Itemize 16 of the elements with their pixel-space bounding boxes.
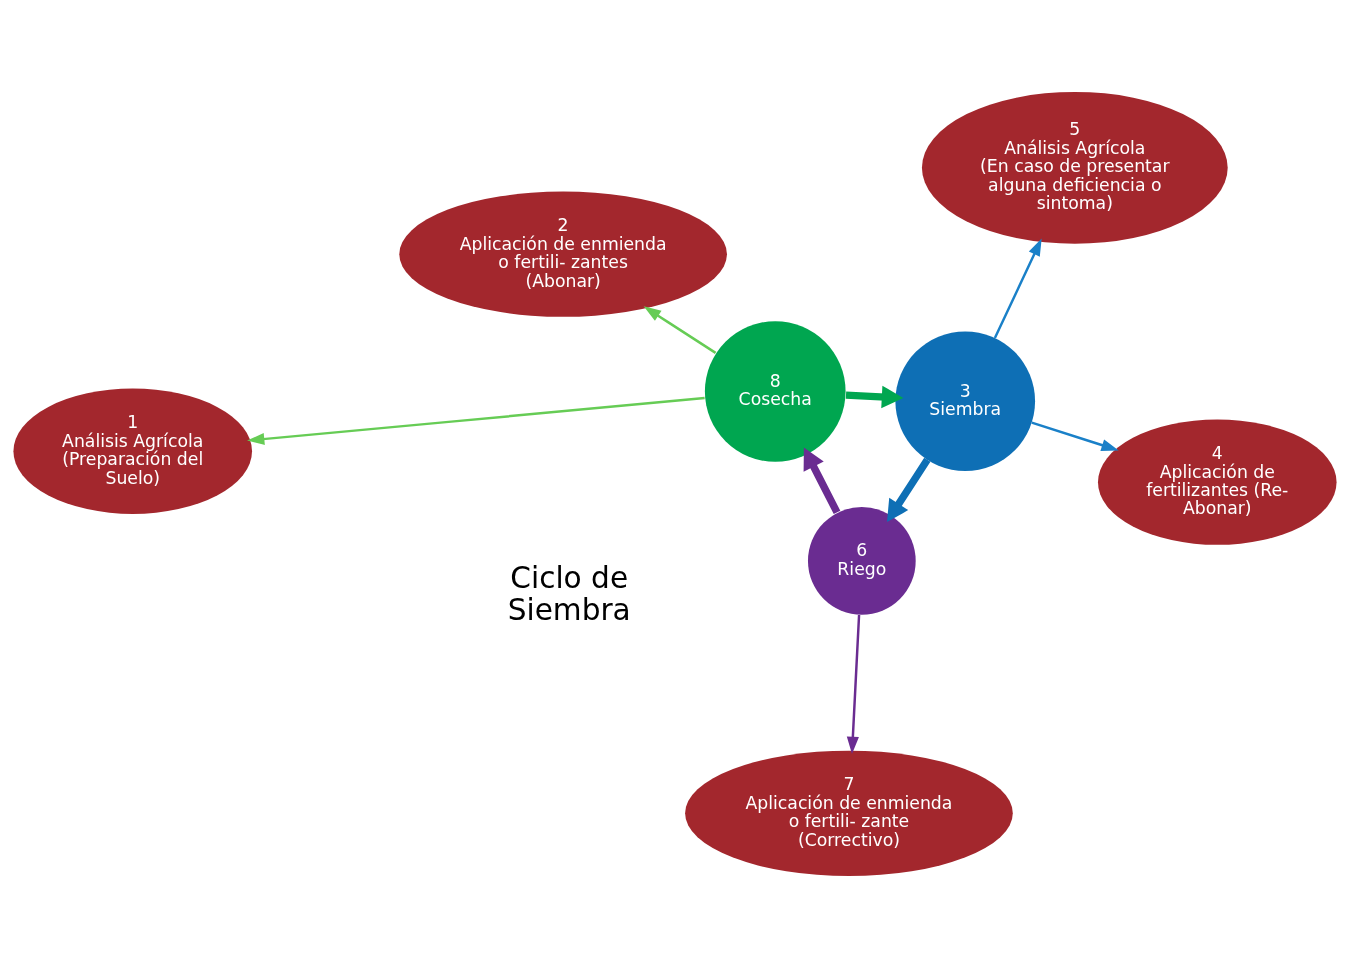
arrow bbox=[887, 457, 931, 522]
arrow bbox=[643, 305, 717, 354]
arrow bbox=[993, 237, 1042, 339]
arrow bbox=[803, 447, 841, 514]
node-circle: 3 Siembra bbox=[895, 330, 1036, 471]
label: Ciclo de Siembra bbox=[507, 560, 631, 627]
node-ellipse: 5 Análisis Agrícola (En caso de presentar alguna deficiencia o sintoma) bbox=[921, 91, 1228, 244]
node-ellipse: 1 Análisis Agrícola (Preparación del Suelo) bbox=[13, 388, 253, 514]
arrow bbox=[845, 385, 904, 408]
node-circle: 6 Riego bbox=[807, 506, 916, 615]
node-ellipse: 7 Aplicación de enmienda o fertili- zante (Correctivo) bbox=[685, 750, 1013, 876]
arrow bbox=[247, 396, 705, 445]
node-ellipse: 2 Aplicación de enmienda o fertili- zantes (Abonar) bbox=[399, 191, 727, 317]
arrow bbox=[1031, 420, 1119, 451]
arrow bbox=[846, 614, 861, 754]
node-circle: 8 Cosecha bbox=[704, 320, 846, 462]
